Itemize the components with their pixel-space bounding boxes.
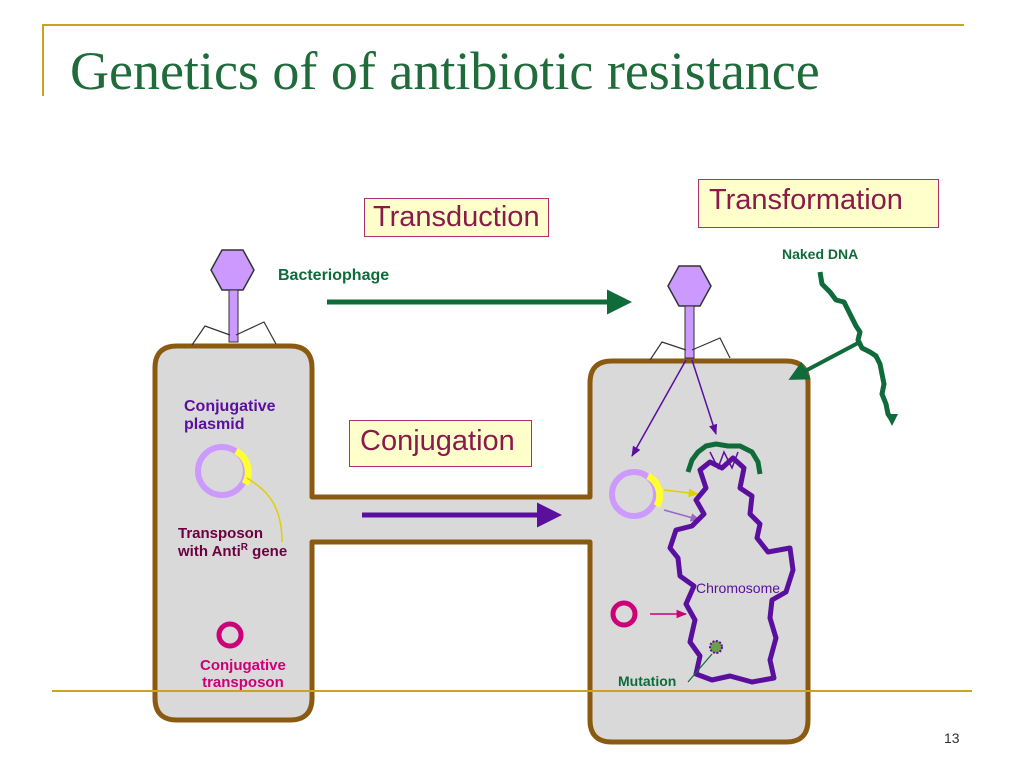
chromosome bbox=[667, 455, 796, 685]
conjugative-plasmid-label: Conjugative plasmid bbox=[184, 398, 276, 434]
transposon-label: Transposon with AntiR gene bbox=[178, 525, 287, 561]
transposon-ring-right bbox=[610, 600, 638, 628]
mutation-pointer bbox=[687, 653, 713, 683]
top-rule bbox=[42, 24, 964, 26]
transposon-label-prefix: with Anti bbox=[178, 543, 241, 561]
bacterial-cells bbox=[152, 343, 811, 745]
insertion-arrow bbox=[663, 488, 700, 498]
bottom-rule bbox=[52, 690, 972, 692]
integrated-dna bbox=[685, 441, 763, 475]
mutation-marker bbox=[709, 640, 723, 654]
slide-title: Genetics of of antibiotic resistance bbox=[70, 41, 820, 101]
conjugative-plasmid-left bbox=[195, 444, 252, 498]
transduction-box: Transduction bbox=[364, 198, 549, 237]
naked-dna-strand bbox=[817, 271, 895, 422]
mutation-label: Mutation bbox=[618, 673, 677, 689]
transposon-pointer bbox=[246, 477, 283, 543]
transposon-label-suffix: gene bbox=[248, 543, 288, 561]
naked-dna-end bbox=[886, 414, 898, 426]
bacteriophage-left bbox=[191, 249, 277, 346]
plasmid-arrow bbox=[663, 509, 702, 522]
transformation-arrow bbox=[788, 341, 859, 380]
left-bracket bbox=[42, 24, 44, 96]
page-number: 13 bbox=[944, 730, 960, 746]
conjugative-plasmid-right bbox=[609, 469, 664, 519]
bacteriophage-right bbox=[649, 265, 731, 361]
transposon-label-superscript: R bbox=[240, 542, 248, 554]
conjugation-box: Conjugation bbox=[349, 420, 532, 467]
injection-arrow-1 bbox=[631, 359, 687, 457]
conjugative-transposon-ring bbox=[216, 621, 244, 649]
transposon-label-line1: Transposon bbox=[178, 525, 264, 542]
integration-lines bbox=[709, 450, 739, 470]
bacteriophage-label: Bacteriophage bbox=[278, 267, 390, 284]
naked-dna-label: Naked DNA bbox=[782, 246, 859, 262]
transformation-box: Transformation bbox=[698, 179, 939, 228]
injection-arrow-2 bbox=[691, 359, 718, 435]
chromosome-label: Chromosome bbox=[696, 580, 781, 596]
conjugative-transposon-label: Conjugative transposon bbox=[200, 657, 286, 692]
